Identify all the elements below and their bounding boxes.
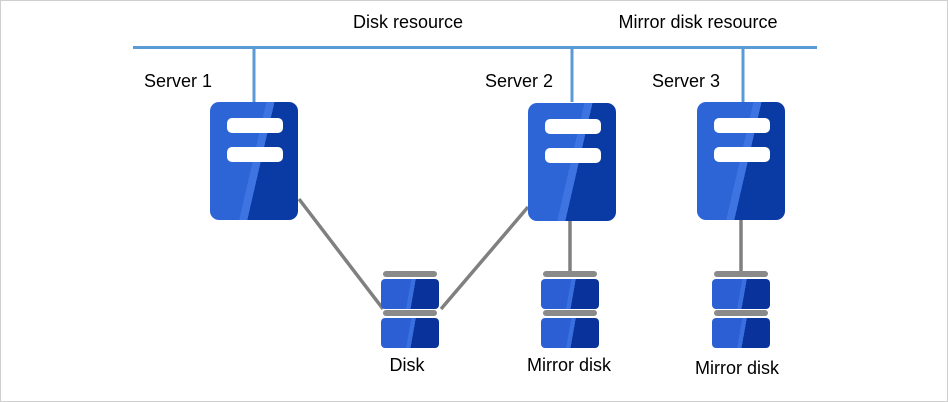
disk-body-icon [381,279,439,309]
mirror-disk3-icon [712,271,770,348]
disk-platter-icon [543,310,597,316]
disk-body-icon [541,279,599,309]
disk-platter-icon [383,271,437,277]
mirror-disk2-icon [541,271,599,348]
disk-body-icon [541,318,599,348]
server-drive-bay-icon [545,148,601,163]
shared-disk-label: Disk [389,355,425,375]
shared-disk-icon [381,271,439,348]
disk-platter-icon [543,271,597,277]
disk-resource-label: Disk resource [352,12,464,32]
server-drive-bay-icon [714,147,770,162]
disk-body-icon [381,318,439,348]
server3-icon [697,102,785,220]
disk-platter-icon [383,310,437,316]
server-drive-bay-icon [545,119,601,134]
disk-body-icon [712,318,770,348]
server3-label: Server 3 [651,71,721,91]
server1-label: Server 1 [143,71,213,91]
mirror-disk3-label: Mirror disk [695,358,779,378]
server1-icon [210,102,298,220]
mirror-disk2-label: Mirror disk [527,355,611,375]
disk-platter-icon [714,310,768,316]
server-drive-bay-icon [227,147,283,162]
server2-label: Server 2 [484,71,554,91]
server2-icon [528,103,616,221]
server2-shared-disk-connector-line [439,205,530,311]
server-drive-bay-icon [227,118,283,133]
disk-body-icon [712,279,770,309]
mirror-disk-resource-label: Mirror disk resource [618,12,778,32]
disk-platter-icon [714,271,768,277]
server-drive-bay-icon [714,118,770,133]
server1-shared-disk-connector-line [297,197,385,311]
